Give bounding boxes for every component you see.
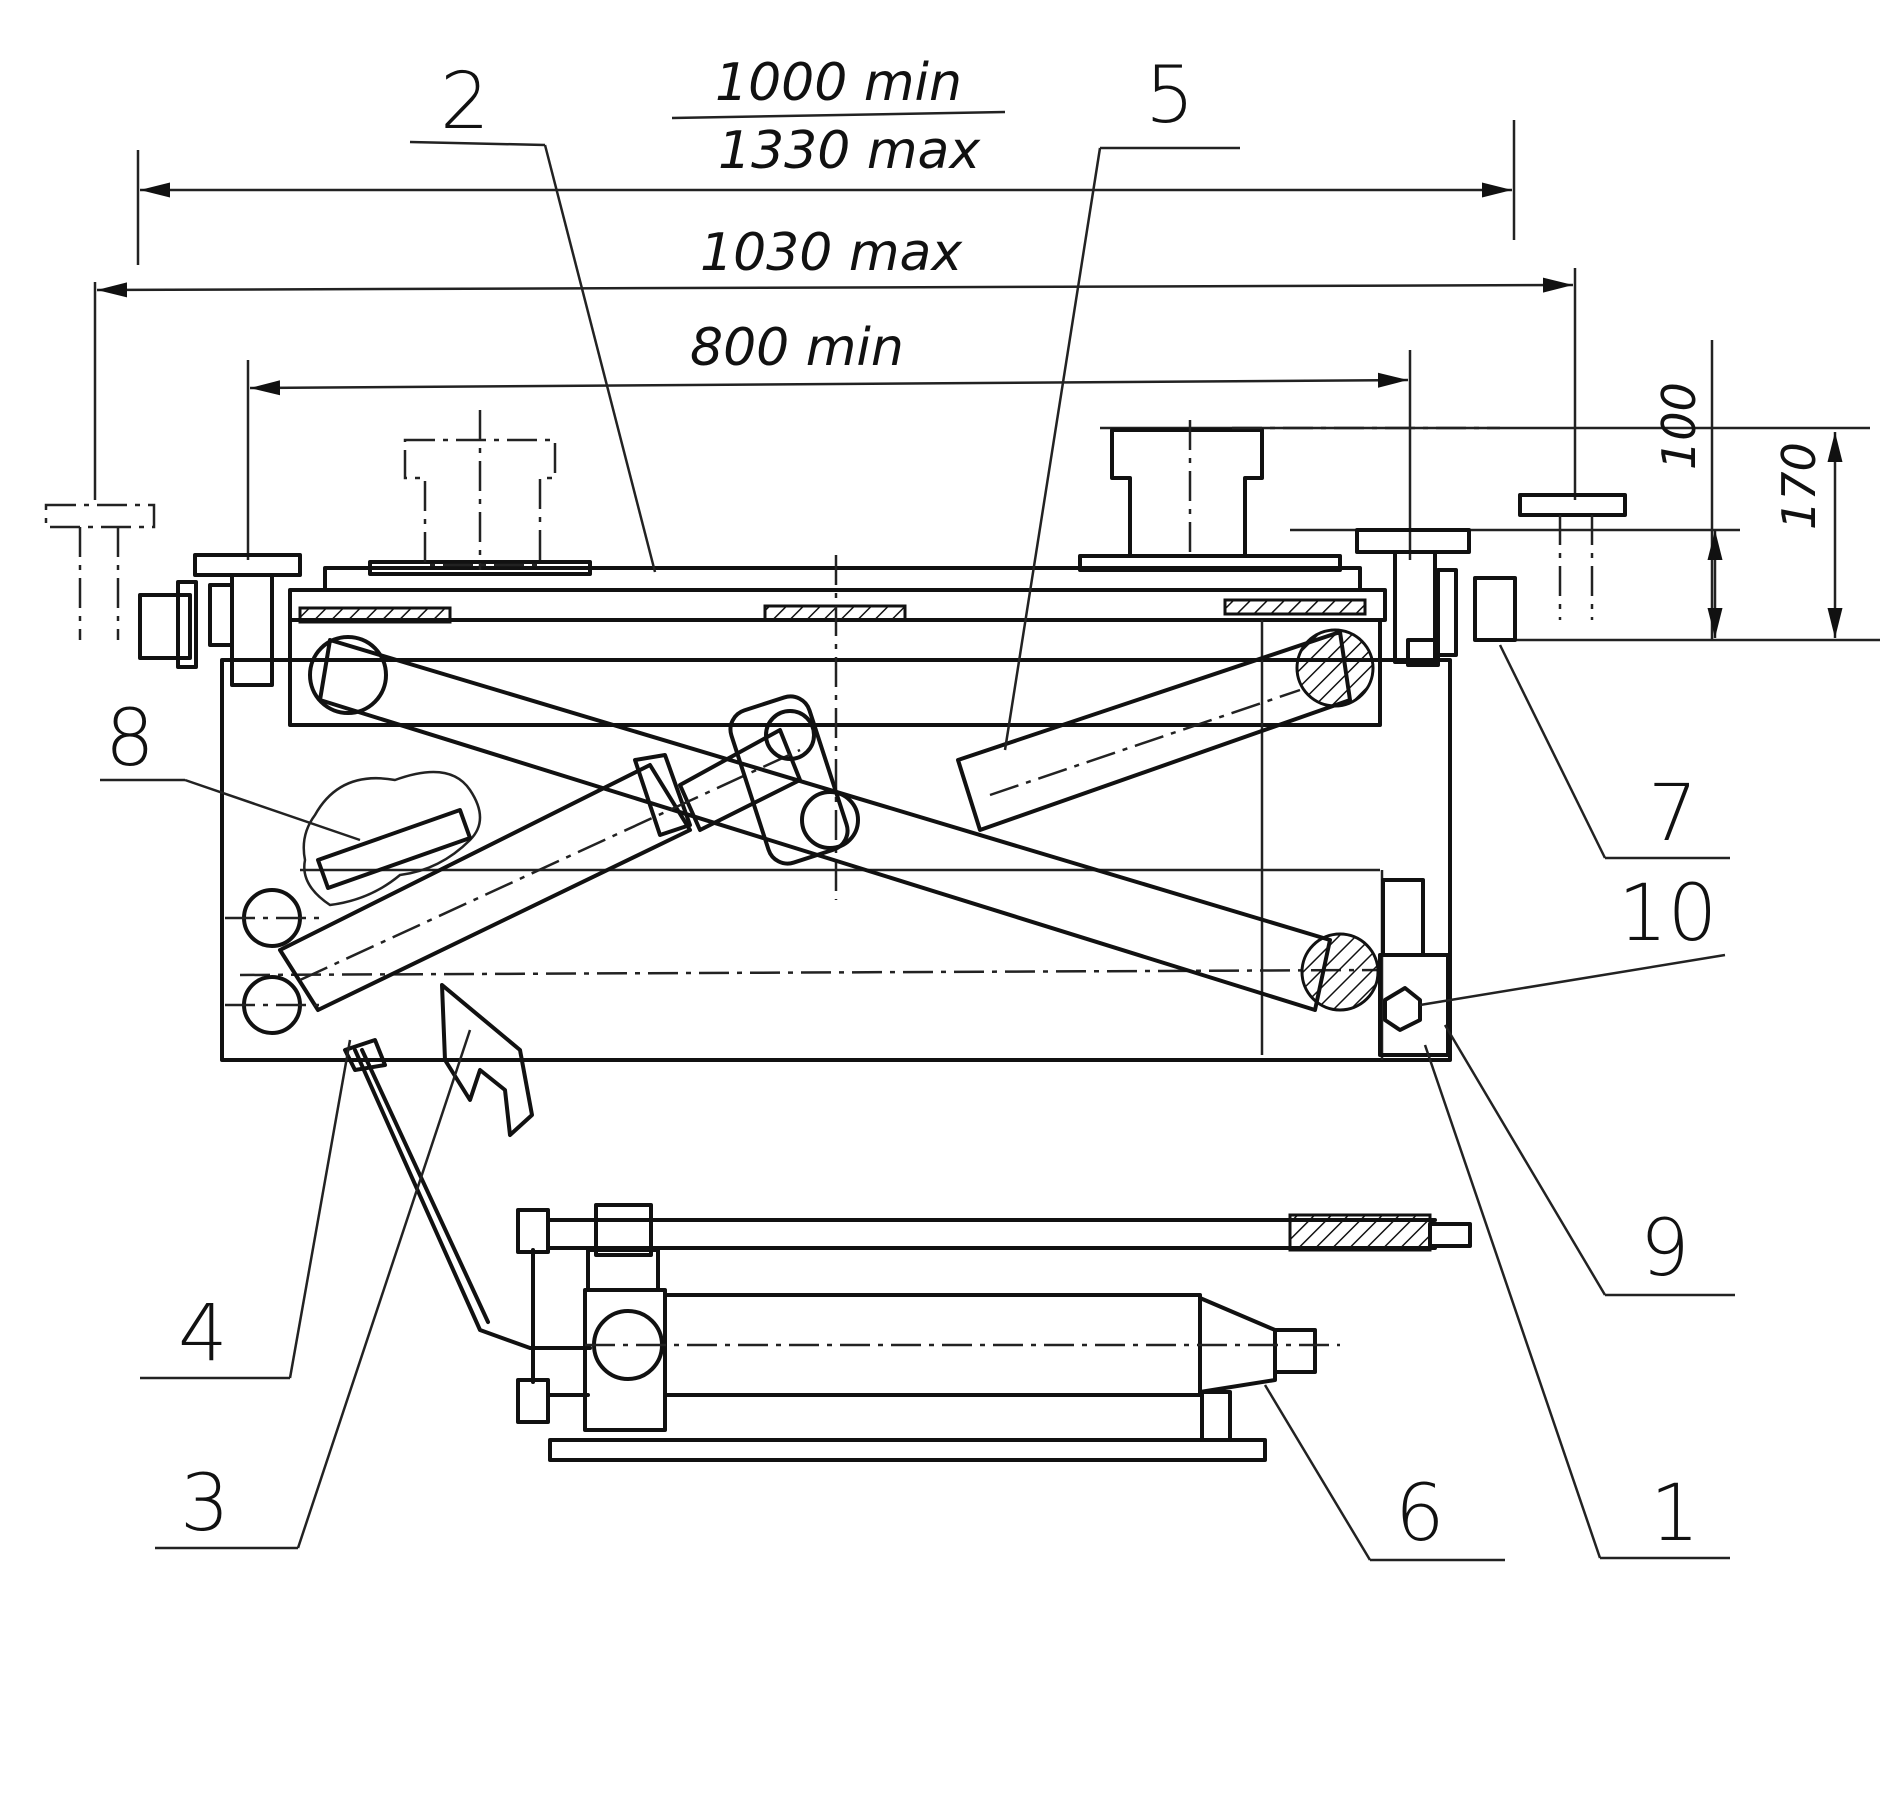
callout-6: 6 (1395, 1469, 1445, 1559)
callout-5: 5 (1145, 51, 1195, 141)
callout-8: 8 (105, 694, 155, 784)
callout-labels: 2 5 8 7 10 9 4 3 6 1 (105, 51, 1717, 1559)
callout-3: 3 (180, 1459, 230, 1549)
scissor-arm-b (956, 628, 1375, 832)
callout-9: 9 (1640, 1204, 1690, 1294)
dim-span-max: 1330 max (718, 121, 981, 181)
frame-housing (220, 555, 1452, 1062)
hand-pump (516, 1203, 1472, 1462)
callout-2: 2 (440, 57, 490, 147)
dim-width-max: 1030 max (700, 223, 963, 283)
dimension-texts: 1000 min 1330 max 1030 max 800 min 100 1… (690, 53, 1826, 530)
detail-cutout (302, 770, 482, 907)
scissor-arm-a (308, 635, 1380, 1012)
dim-height-small: 100 (1652, 382, 1706, 470)
callout-4: 4 (178, 1289, 228, 1379)
side-clamp-left (44, 503, 302, 687)
dim-width-min: 800 min (690, 318, 904, 378)
support-head-right (1110, 420, 1500, 560)
callout-7: 7 (1648, 769, 1698, 859)
support-head-left (403, 410, 557, 570)
callout-10: 10 (1618, 869, 1717, 959)
dimension-lines (93, 110, 1880, 642)
right-lock (1378, 878, 1450, 1057)
callout-1: 1 (1650, 1469, 1700, 1559)
latch-hook (343, 983, 534, 1137)
dim-height-large: 170 (1772, 442, 1826, 530)
hydraulic-cylinder (278, 694, 860, 1012)
leader-lines (100, 140, 1735, 1562)
left-rollers (225, 888, 320, 1035)
side-clamp-right (1355, 493, 1627, 667)
dim-span-min: 1000 min (715, 53, 962, 113)
